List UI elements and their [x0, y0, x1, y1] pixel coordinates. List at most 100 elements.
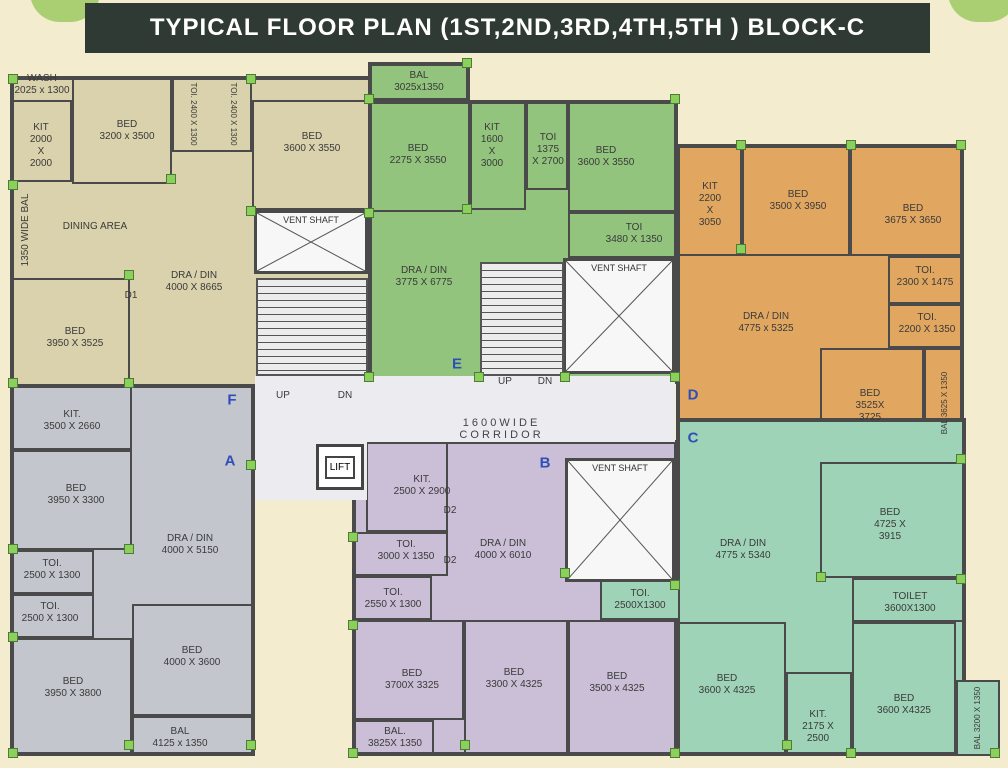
column: [474, 372, 484, 382]
block-c-toilet-1: [600, 580, 680, 620]
vent-shaft-d-label: VENT SHAFT: [591, 263, 647, 273]
block-d-letter: D: [687, 386, 699, 404]
d2b-label: D2: [443, 555, 457, 566]
tree-decoration-right: [948, 0, 1008, 22]
up-east-label: UP: [498, 376, 512, 387]
up-west-label: UP: [276, 390, 290, 401]
column: [364, 208, 374, 218]
block-a-kitchen: [10, 384, 132, 450]
block-c-balcony: [956, 680, 1000, 756]
block-a-bed-1: [10, 450, 132, 550]
block-a-toilet-2: [10, 594, 94, 638]
column: [364, 94, 374, 104]
column: [348, 748, 358, 758]
vent-shaft-b: VENT SHAFT: [565, 458, 675, 582]
column: [246, 460, 256, 470]
bal-d-label: BAL 3625 X 1350: [940, 371, 949, 435]
vent-shaft-e-label: VENT SHAFT: [283, 215, 339, 225]
column: [124, 270, 134, 280]
column: [462, 204, 472, 214]
staircase-east: [480, 262, 564, 376]
block-d-bed-1: [742, 144, 850, 256]
column: [560, 372, 570, 382]
block-c-bed-2: [676, 622, 786, 756]
column: [816, 572, 826, 582]
toi-b2-label: TOI.2550 X 1300: [364, 587, 422, 610]
block-f-toilets: [172, 76, 252, 152]
block-e-kitchen: [470, 100, 526, 210]
block-b-toilet-1: [352, 532, 448, 576]
toi-d2-label: TOI.2200 X 1350: [898, 312, 956, 335]
column: [956, 140, 966, 150]
staircase-west: [256, 278, 368, 376]
block-d-toilet-2: [888, 304, 964, 348]
column: [560, 568, 570, 578]
column: [8, 180, 18, 190]
block-c-letter: C: [687, 429, 699, 447]
lift-label: LIFT: [324, 455, 356, 479]
column: [8, 632, 18, 642]
vent-shaft-b-label: VENT SHAFT: [592, 463, 648, 473]
block-c-bed-1: [820, 462, 966, 578]
column: [736, 244, 746, 254]
column: [736, 140, 746, 150]
d1-label: D1: [124, 290, 138, 301]
vent-shaft-d: VENT SHAFT: [563, 258, 675, 374]
toi-c1-label: TOI.2500X1300: [614, 588, 666, 611]
bal-side-label: 1350 WIDE BAL: [20, 193, 31, 267]
dn-west-label: DN: [337, 390, 353, 401]
block-a-bed-3: [10, 638, 132, 756]
toi-b1-label: TOI.3000 X 1350: [377, 539, 435, 562]
column: [124, 378, 134, 388]
block-e-letter: E: [451, 355, 463, 373]
block-f-letter: F: [227, 391, 237, 409]
toi-a2-label: TOI.2500 X 1300: [21, 601, 79, 624]
block-f-kitchen: [10, 100, 72, 182]
lift: LIFT: [316, 444, 364, 490]
block-c-toilet-2: [852, 578, 966, 622]
column: [460, 740, 470, 750]
bal-b-label: BAL.3825X 1350: [368, 726, 422, 749]
column: [670, 748, 680, 758]
column: [846, 748, 856, 758]
kit-a-label: KIT.3500 X 2660: [43, 409, 101, 432]
column: [8, 544, 18, 554]
block-d-toilet-1: [888, 256, 964, 304]
bal-c-label: BAL 3200 X 1350: [973, 686, 982, 750]
block-c-kitchen: [786, 672, 852, 756]
column: [8, 74, 18, 84]
column: [348, 532, 358, 542]
corridor: [255, 376, 675, 442]
column: [670, 372, 680, 382]
block-f-bed-1: [72, 76, 172, 184]
toi-f2-label: TOI. 2400 X 1300: [229, 82, 238, 146]
toi-a1-label: TOI.2500 X 1300: [23, 558, 81, 581]
d2a-label: D2: [443, 505, 457, 516]
block-b-bed-1: [352, 620, 464, 720]
tree-decoration-left: [30, 0, 100, 22]
